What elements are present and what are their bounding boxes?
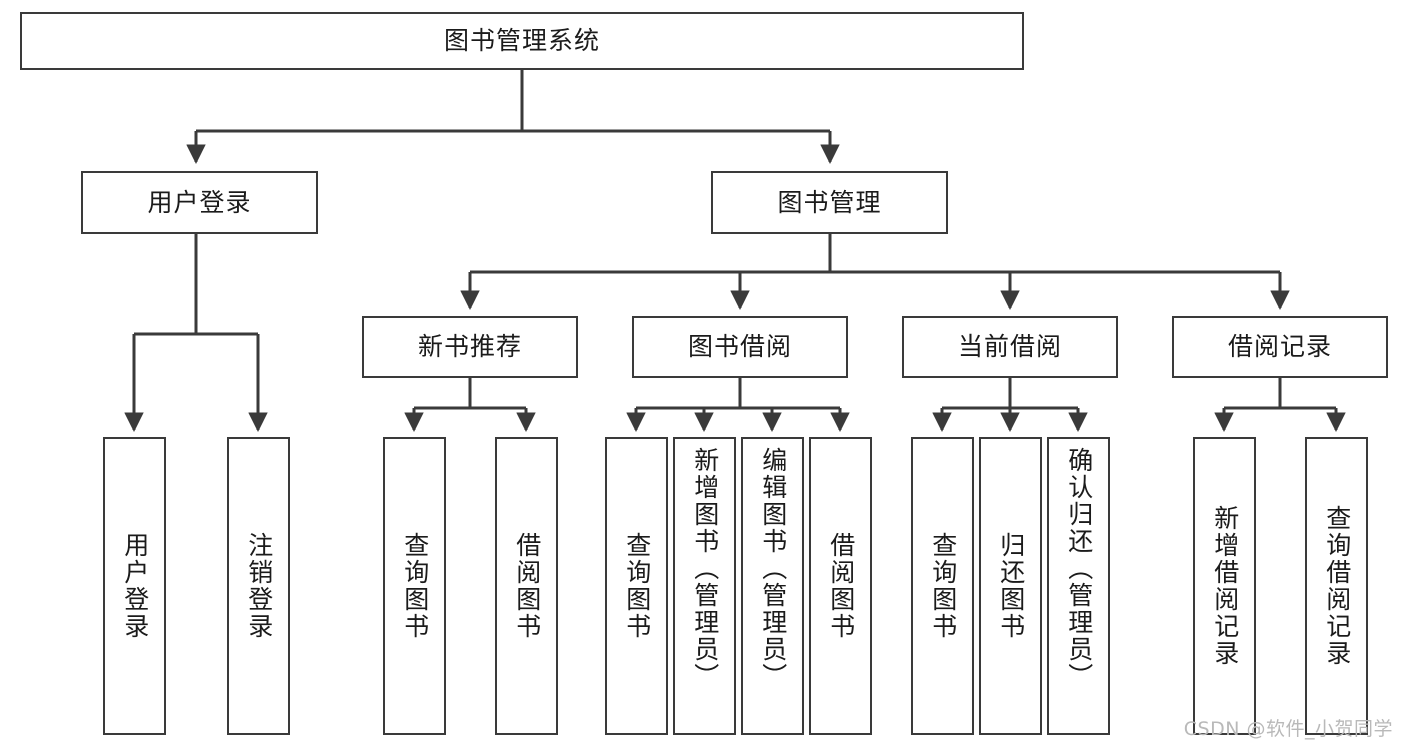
node-label: 图书管理 [777,187,882,217]
node-label: 借阅图书 [826,532,856,640]
node-label: 借阅记录 [1227,332,1332,362]
node-label: 新增借阅记录 [1210,505,1240,667]
node-label: 归还图书 [996,532,1026,640]
node-book-management[interactable]: 图书管理 [711,171,948,234]
leaf-confirm-return-admin[interactable]: 确认归还（管理员） [1047,437,1110,735]
leaf-logout[interactable]: 注销登录 [227,437,290,735]
node-label: 确认归还（管理员） [1064,447,1094,690]
leaf-query-borrow-record[interactable]: 查询借阅记录 [1305,437,1368,735]
node-label: 注销登录 [244,532,274,640]
node-book-borrow[interactable]: 图书借阅 [632,316,848,378]
leaf-query-books-recommend[interactable]: 查询图书 [383,437,446,735]
node-label: 编辑图书（管理员） [758,447,788,690]
leaf-return-books[interactable]: 归还图书 [979,437,1042,735]
node-label: 用户登录 [120,532,150,640]
leaf-query-books-current[interactable]: 查询图书 [911,437,974,735]
node-new-book-recommend[interactable]: 新书推荐 [362,316,578,378]
leaf-query-books-borrow[interactable]: 查询图书 [605,437,668,735]
node-label: 查询图书 [400,532,430,640]
node-label: 查询图书 [622,532,652,640]
watermark: CSDN @软件_小贺同学 [1183,718,1393,740]
node-label: 用户登录 [147,187,252,217]
leaf-borrow-books-recommend[interactable]: 借阅图书 [495,437,558,735]
node-label: 图书管理系统 [443,26,600,56]
node-label: 借阅图书 [512,532,542,640]
leaf-add-book-admin[interactable]: 新增图书（管理员） [673,437,736,735]
leaf-add-borrow-record[interactable]: 新增借阅记录 [1193,437,1256,735]
node-label: 查询借阅记录 [1322,505,1352,667]
node-label: 图书借阅 [687,332,792,362]
node-root-system[interactable]: 图书管理系统 [20,12,1024,70]
node-label: 当前借阅 [957,332,1062,362]
node-current-borrow[interactable]: 当前借阅 [902,316,1118,378]
node-user-login[interactable]: 用户登录 [81,171,318,234]
node-label: 新增图书（管理员） [690,447,720,690]
leaf-borrow-books[interactable]: 借阅图书 [809,437,872,735]
leaf-user-login[interactable]: 用户登录 [103,437,166,735]
leaf-edit-book-admin[interactable]: 编辑图书（管理员） [741,437,804,735]
node-label: 查询图书 [928,532,958,640]
node-label: 新书推荐 [417,332,522,362]
node-borrow-records[interactable]: 借阅记录 [1172,316,1388,378]
